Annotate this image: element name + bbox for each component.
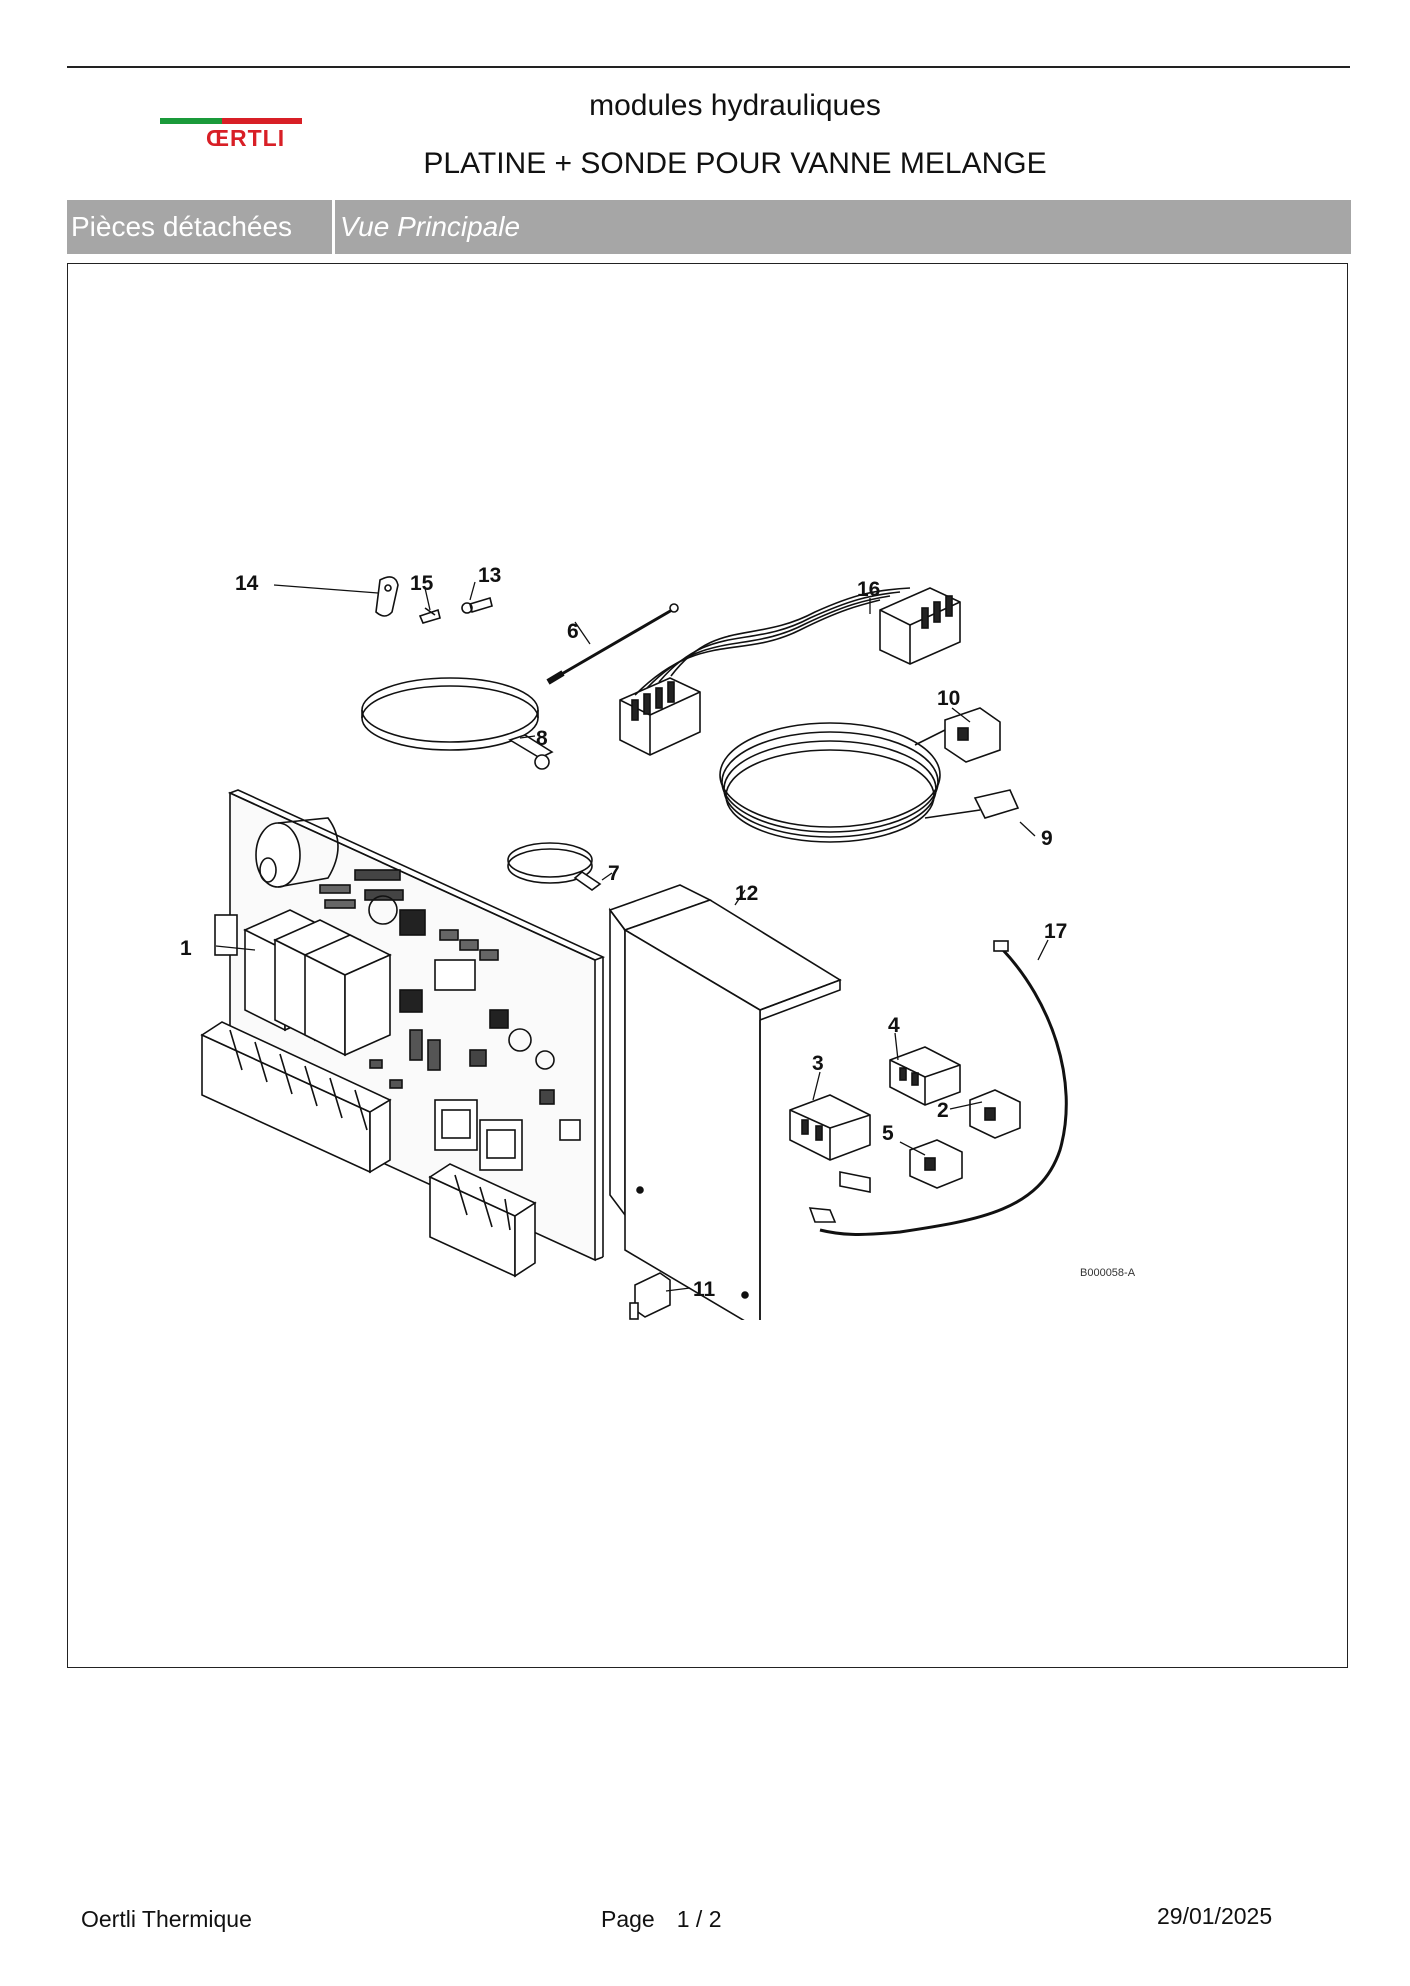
logo-text: ŒRTLI: [206, 125, 286, 151]
footer-page-current: 1: [676, 1906, 690, 1932]
logo-green-bar: [160, 118, 222, 124]
oertli-logo: ŒRTLI: [158, 115, 308, 155]
callout-15: 15: [410, 572, 434, 595]
circuit-board-drawing: [200, 789, 606, 1278]
exploded-parts-diagram: 14 15 13 6 16 10 8 9 7 12 17 1 4 3 2 5 1…: [180, 564, 1136, 1320]
footer-date: 29/01/2025: [1157, 1903, 1273, 1929]
callout-17: 17: [1044, 920, 1067, 943]
callout-13: 13: [478, 564, 501, 587]
callout-7: 7: [608, 862, 620, 885]
callout-6: 6: [567, 620, 579, 643]
tab-bar: Pièces détachées Vue Principale: [67, 200, 1351, 254]
tab-vue-principale[interactable]: Vue Principale: [340, 211, 521, 242]
header-rule: [67, 66, 1350, 68]
callout-5: 5: [882, 1122, 894, 1145]
footer-page-separator: /: [695, 1906, 703, 1932]
footer-company: Oertli Thermique: [81, 1906, 252, 1932]
callout-labels: 14 15 13 6 16 10 8 9 7 12 17 1 4 3 2 5 1…: [180, 564, 1136, 1301]
callout-8: 8: [536, 727, 548, 750]
footer-page-label: Page: [601, 1906, 655, 1932]
callout-2: 2: [937, 1099, 949, 1122]
category-title: modules hydrauliques: [589, 89, 881, 122]
tab-pieces-detachees[interactable]: Pièces détachées: [67, 200, 335, 254]
callout-4: 4: [888, 1014, 900, 1037]
callout-12: 12: [735, 882, 758, 905]
page-title: PLATINE + SONDE POUR VANNE MELANGE: [423, 147, 1047, 180]
callout-14: 14: [235, 572, 259, 595]
footer-page-indicator: Page 1 / 2: [601, 1906, 721, 1933]
callout-10: 10: [937, 687, 960, 710]
footer-page-total: 2: [708, 1906, 722, 1932]
callout-16: 16: [857, 578, 880, 601]
callout-3: 3: [812, 1052, 824, 1075]
callout-1: 1: [180, 937, 192, 960]
drawing-code: B000058-A: [1080, 1267, 1136, 1279]
callout-11: 11: [693, 1278, 716, 1301]
logo-red-bar: [222, 118, 302, 124]
diagram-frame: [67, 263, 1348, 1668]
callout-9: 9: [1041, 827, 1053, 850]
